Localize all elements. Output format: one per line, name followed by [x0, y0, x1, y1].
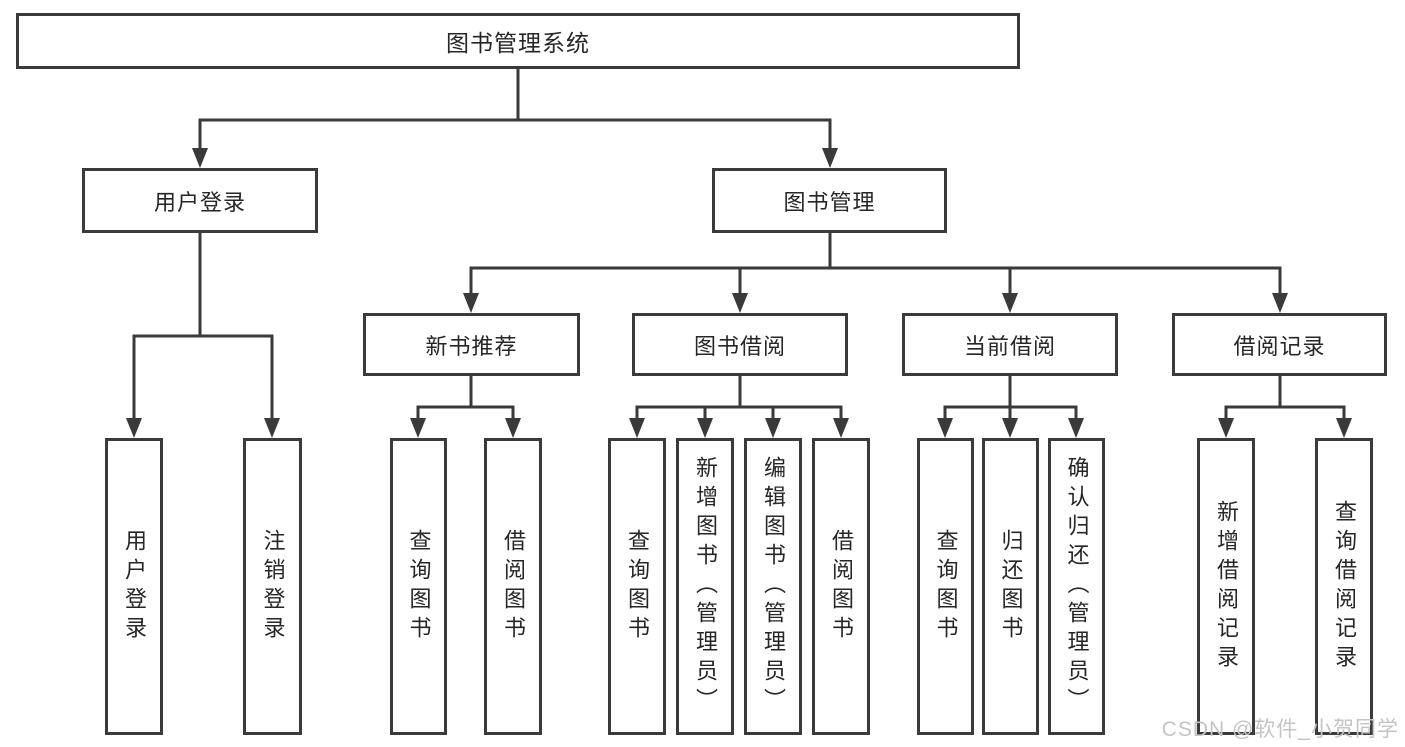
- arrowhead: [192, 148, 208, 168]
- leaf-query-borrow-record-label: 查询借阅记录: [1332, 499, 1357, 674]
- leaf-add-books-admin-label: 新增图书（管理员）: [693, 456, 718, 717]
- node-borrow-records: 借阅记录: [1172, 313, 1387, 376]
- arrowhead: [629, 418, 645, 438]
- leaf-edit-books-admin: 编辑图书（管理员）: [744, 438, 802, 735]
- leaf-borrow-books-borrow: 借阅图书: [812, 438, 870, 735]
- leaf-confirm-return-admin-label: 确认归还（管理员）: [1064, 456, 1090, 717]
- leaf-add-borrow-record-label: 新增借阅记录: [1214, 499, 1239, 674]
- arrowhead: [1002, 418, 1018, 438]
- arrowhead: [765, 418, 781, 438]
- leaf-query-books-current: 查询图书: [917, 438, 974, 735]
- arrowhead: [264, 418, 280, 438]
- leaf-logout-login-label: 注销登录: [260, 528, 286, 645]
- node-new-book-recommend: 新书推荐: [363, 313, 580, 376]
- arrowhead: [732, 293, 748, 313]
- arrowhead: [1336, 418, 1352, 438]
- leaf-user-login-label: 用户登录: [122, 528, 147, 645]
- arrowhead: [822, 148, 838, 168]
- leaf-borrow-books-recommend-label: 借阅图书: [501, 528, 526, 645]
- node-current-borrow-label: 当前借阅: [963, 333, 1056, 359]
- leaf-add-books-admin: 新增图书（管理员）: [676, 438, 734, 735]
- node-root-label: 图书管理系统: [446, 30, 590, 56]
- leaf-query-books-current-label: 查询图书: [933, 528, 959, 645]
- leaf-query-books-recommend: 查询图书: [390, 438, 447, 735]
- leaf-user-login: 用户登录: [105, 438, 163, 735]
- arrowhead: [463, 293, 479, 313]
- leaf-borrow-books-recommend: 借阅图书: [484, 438, 542, 735]
- csdn-watermark: CSDN @软件_小贺同学: [1161, 718, 1399, 741]
- leaf-query-books-borrow-label: 查询图书: [625, 528, 650, 645]
- node-user-login-label: 用户登录: [153, 189, 246, 215]
- arrowhead: [126, 418, 142, 438]
- arrowhead: [833, 418, 849, 438]
- arrowhead: [1218, 418, 1234, 438]
- node-new-book-recommend-label: 新书推荐: [425, 333, 518, 359]
- arrowhead: [505, 418, 521, 438]
- leaf-query-books-borrow: 查询图书: [608, 438, 666, 735]
- arrowhead: [1068, 418, 1084, 438]
- node-borrow-records-label: 借阅记录: [1233, 333, 1326, 359]
- leaf-logout-login: 注销登录: [243, 438, 302, 735]
- leaf-return-books: 归还图书: [982, 438, 1039, 735]
- node-book-borrow-label: 图书借阅: [693, 333, 786, 359]
- leaf-confirm-return-admin: 确认归还（管理员）: [1048, 438, 1105, 735]
- node-user-login: 用户登录: [82, 168, 318, 233]
- leaf-add-borrow-record: 新增借阅记录: [1197, 438, 1255, 735]
- arrowhead: [1002, 293, 1018, 313]
- node-book-management-label: 图书管理: [783, 189, 876, 215]
- arrowhead: [937, 418, 953, 438]
- leaf-edit-books-admin-label: 编辑图书（管理员）: [761, 456, 786, 717]
- node-current-borrow: 当前借阅: [902, 313, 1118, 376]
- leaf-borrow-books-borrow-label: 借阅图书: [829, 528, 854, 645]
- node-book-management: 图书管理: [712, 168, 947, 233]
- leaf-query-books-recommend-label: 查询图书: [406, 528, 432, 645]
- node-book-borrow: 图书借阅: [632, 313, 848, 376]
- arrowhead: [1272, 293, 1288, 313]
- leaf-query-borrow-record: 查询借阅记录: [1315, 438, 1373, 735]
- leaf-return-books-label: 归还图书: [998, 528, 1024, 645]
- arrowhead: [697, 418, 713, 438]
- node-root: 图书管理系统: [16, 13, 1020, 69]
- arrowhead: [410, 418, 426, 438]
